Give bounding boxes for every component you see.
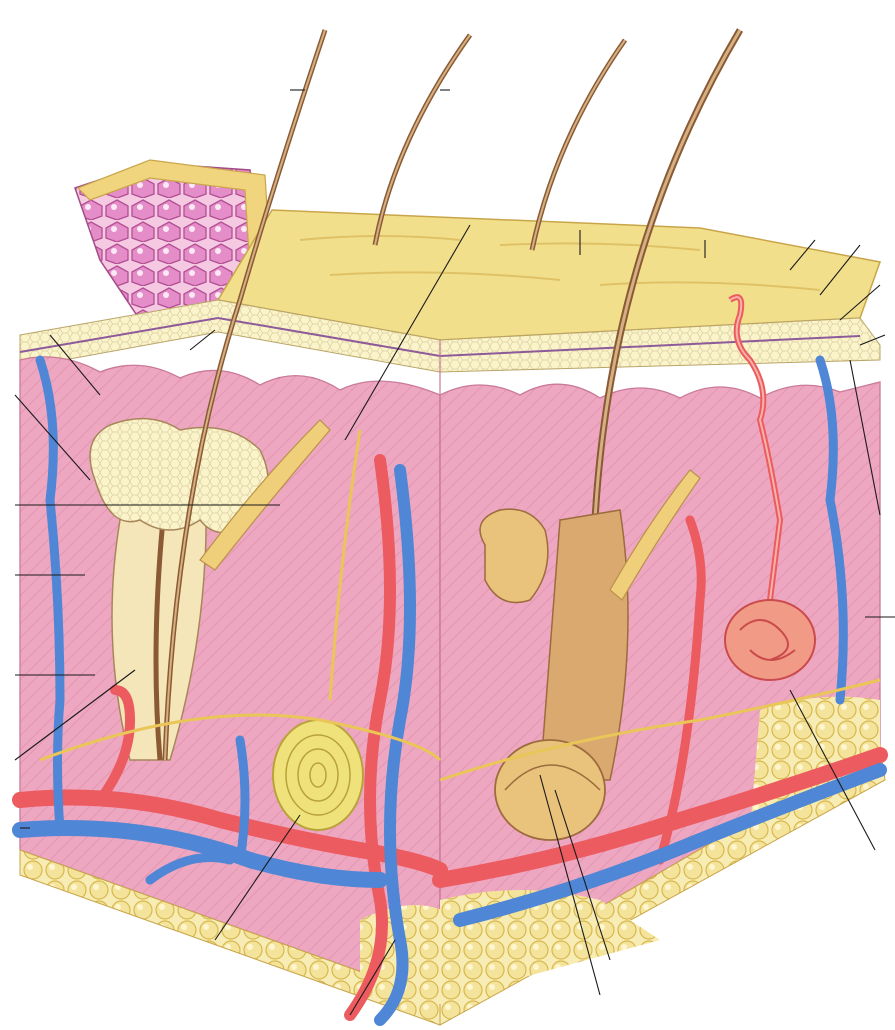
pacinian-corpuscle (273, 720, 363, 830)
sebaceous-gland-right (480, 509, 548, 602)
